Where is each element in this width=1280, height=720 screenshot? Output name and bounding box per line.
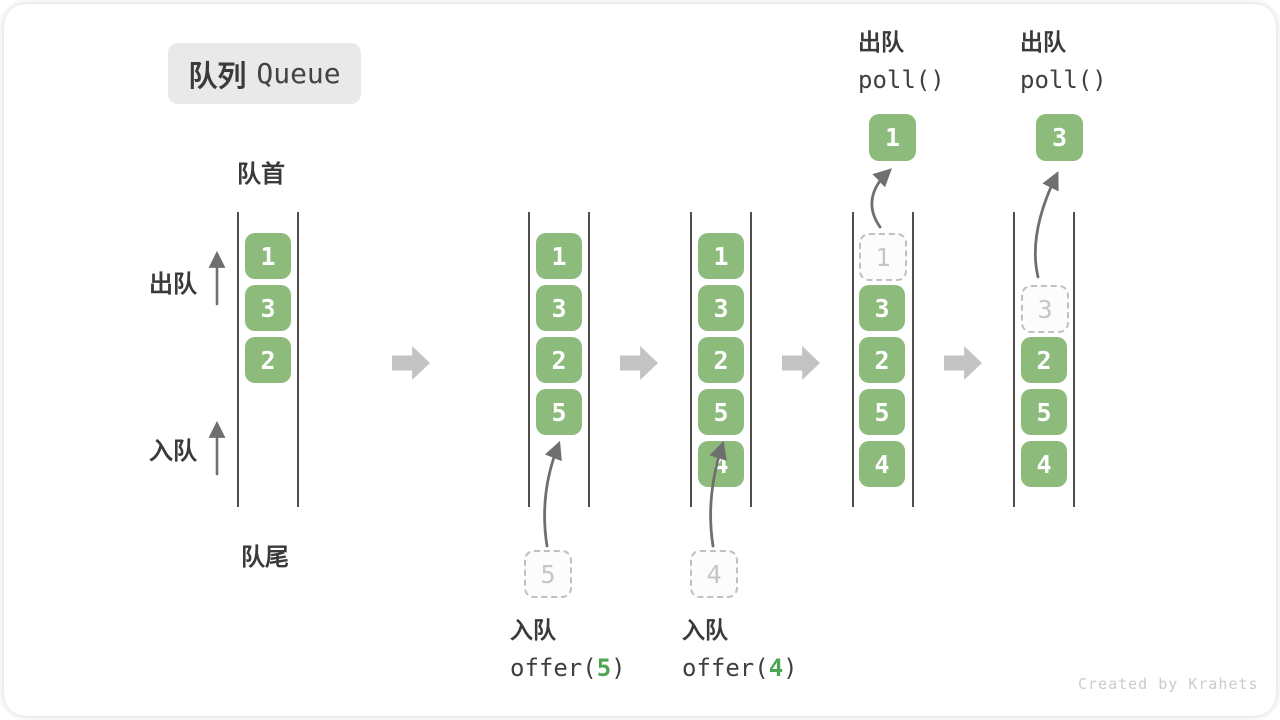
title-box: 队列 Queue	[168, 43, 361, 104]
removed-slot-3: 3	[1021, 285, 1069, 333]
queue5-item: 4	[1021, 441, 1067, 487]
queue4-item: 4	[859, 441, 905, 487]
queue2-item: 3	[536, 285, 582, 331]
dequeue1-action: 出队	[858, 29, 904, 55]
dequeue3-code: poll()	[1020, 66, 1107, 94]
popped-item-1: 1	[869, 114, 916, 161]
queue3-item: 1	[698, 233, 744, 279]
dequeue1-code: poll()	[858, 66, 945, 94]
queue2-item: 2	[536, 337, 582, 383]
queue-rear-label: 队尾	[241, 544, 289, 571]
popped-item-3: 3	[1036, 114, 1083, 161]
dequeue1-arrow	[870, 168, 892, 229]
transition-arrow-icon	[392, 346, 430, 380]
enqueue5-label: 入队 offer(5)	[510, 613, 626, 689]
queue4-item: 3	[859, 285, 905, 331]
dequeue3-label: 出队 poll()	[1020, 25, 1107, 101]
enqueue4-action: 入队	[682, 617, 728, 643]
queue3-item: 2	[698, 337, 744, 383]
incoming-item-5: 5	[524, 550, 572, 598]
dequeue-side-label: 出队	[149, 271, 197, 298]
queue4-wall-left	[852, 212, 854, 507]
removed-slot-1: 1	[859, 233, 907, 281]
queue4-wall-right	[912, 212, 914, 507]
enqueue5-arrow	[543, 440, 562, 548]
queue5-item: 2	[1021, 337, 1067, 383]
queue-front-label: 队首	[237, 161, 285, 188]
queue2-wall-left	[528, 212, 530, 507]
transition-arrow-icon	[620, 346, 658, 380]
title-en: Queue	[256, 57, 341, 90]
queue4-item: 2	[859, 337, 905, 383]
enqueue4-arg: 4	[768, 654, 784, 682]
queue2-item: 5	[536, 389, 582, 435]
enqueue5-arg: 5	[596, 654, 612, 682]
enqueue4-code: offer(4)	[682, 654, 798, 682]
queue2-item: 1	[536, 233, 582, 279]
enqueue4-label: 入队 offer(4)	[682, 613, 798, 689]
queue3-item: 3	[698, 285, 744, 331]
transition-arrow-icon	[944, 346, 982, 380]
queue4-item: 5	[859, 389, 905, 435]
dequeue3-action: 出队	[1020, 29, 1066, 55]
enqueue5-code: offer(5)	[510, 654, 626, 682]
queue5-wall-right	[1073, 212, 1075, 507]
queue3-item: 5	[698, 389, 744, 435]
dequeue3-arrow	[1033, 171, 1059, 279]
queue3-wall-right	[750, 212, 752, 507]
title-zh: 队列	[188, 60, 247, 93]
queue1-wall-right	[297, 212, 299, 507]
queue1-item: 2	[245, 337, 291, 383]
dequeue1-label: 出队 poll()	[858, 25, 945, 101]
transition-arrow-icon	[782, 346, 820, 380]
enqueue-side-label: 入队	[149, 438, 197, 465]
incoming-item-4: 4	[690, 550, 738, 598]
watermark: Created by Krahets	[1078, 675, 1259, 693]
queue1-item: 1	[245, 233, 291, 279]
queue3-wall-left	[690, 212, 692, 507]
queue1-wall-left	[237, 212, 239, 507]
queue5-wall-left	[1013, 212, 1015, 507]
queue5-item: 5	[1021, 389, 1067, 435]
queue2-wall-right	[588, 212, 590, 507]
enqueue5-action: 入队	[510, 617, 556, 643]
queue1-item: 3	[245, 285, 291, 331]
queue3-item: 4	[698, 441, 744, 487]
